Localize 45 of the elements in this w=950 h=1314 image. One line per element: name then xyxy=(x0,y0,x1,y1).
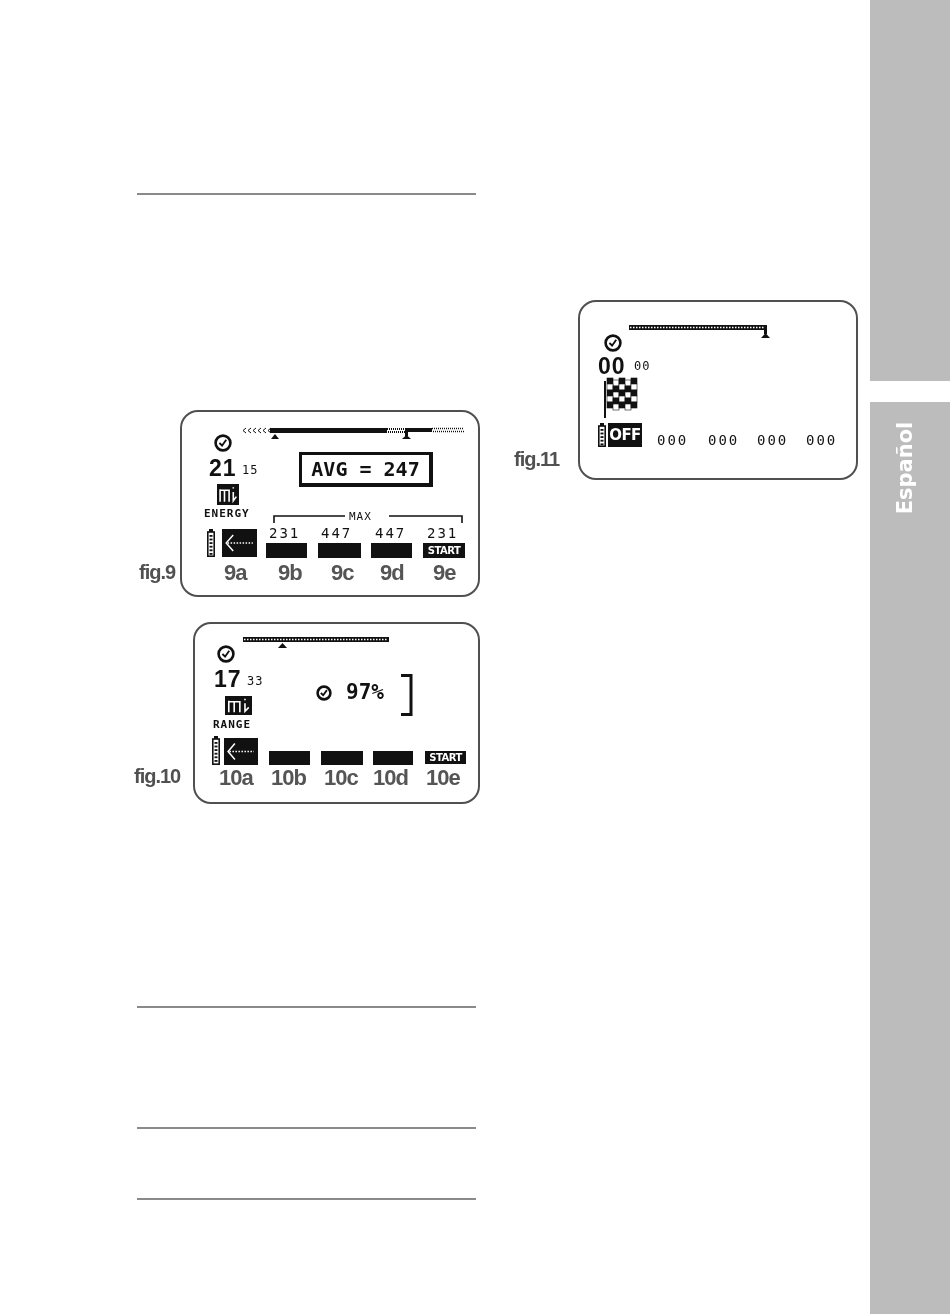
mode-label: ENERGY xyxy=(204,508,250,519)
lcd-display-panel xyxy=(578,300,858,480)
lcd-display-panel xyxy=(180,410,480,597)
segment-label: 10a xyxy=(219,767,253,789)
time-minutes: 33 xyxy=(247,675,264,687)
display-segment-bar xyxy=(371,543,412,558)
value-readout: 000 xyxy=(708,433,740,447)
display-segment-bar xyxy=(321,751,363,765)
segment-label: 9a xyxy=(224,562,247,584)
segment-label: 9e xyxy=(433,562,456,584)
segment-label: 9c xyxy=(331,562,354,584)
off-indicator: OFF xyxy=(608,423,642,447)
segment-label: 10b xyxy=(271,767,306,789)
value-readout: 000 xyxy=(657,433,689,447)
average-readout: AVG = 247 xyxy=(299,452,433,487)
value-readout: 231 xyxy=(269,526,301,540)
time-hours: 21 xyxy=(209,457,237,480)
segment-label: 9b xyxy=(278,562,302,584)
start-indicator: START xyxy=(423,543,465,558)
figure-caption: fig.11 xyxy=(514,449,560,469)
value-readout: 000 xyxy=(806,433,838,447)
time-minutes: 15 xyxy=(242,464,259,476)
figure-caption: fig.9 xyxy=(139,562,176,582)
display-segment-bar xyxy=(318,543,361,558)
segment-label: 10d xyxy=(373,767,408,789)
start-indicator: START xyxy=(425,751,466,764)
value-readout: 447 xyxy=(321,526,353,540)
value-readout: 231 xyxy=(427,526,459,540)
segment-label: 9d xyxy=(380,562,404,584)
value-readout: 000 xyxy=(757,433,789,447)
mode-label: RANGE xyxy=(213,719,252,730)
display-segment-bar xyxy=(269,751,310,765)
display-segment-bar xyxy=(373,751,413,765)
language-label: Español xyxy=(894,421,916,515)
display-segment-bar xyxy=(266,543,307,558)
lcd-display-panel xyxy=(193,622,480,804)
percent-readout: 97% xyxy=(346,682,384,703)
value-readout: 447 xyxy=(375,526,407,540)
figure-caption: fig.10 xyxy=(134,766,181,786)
segment-label: 10c xyxy=(324,767,358,789)
time-hours: 00 xyxy=(598,355,626,378)
max-label: MAX xyxy=(349,511,372,522)
segment-label: 10e xyxy=(426,767,460,789)
time-hours: 17 xyxy=(214,668,242,691)
time-minutes: 00 xyxy=(634,360,651,372)
